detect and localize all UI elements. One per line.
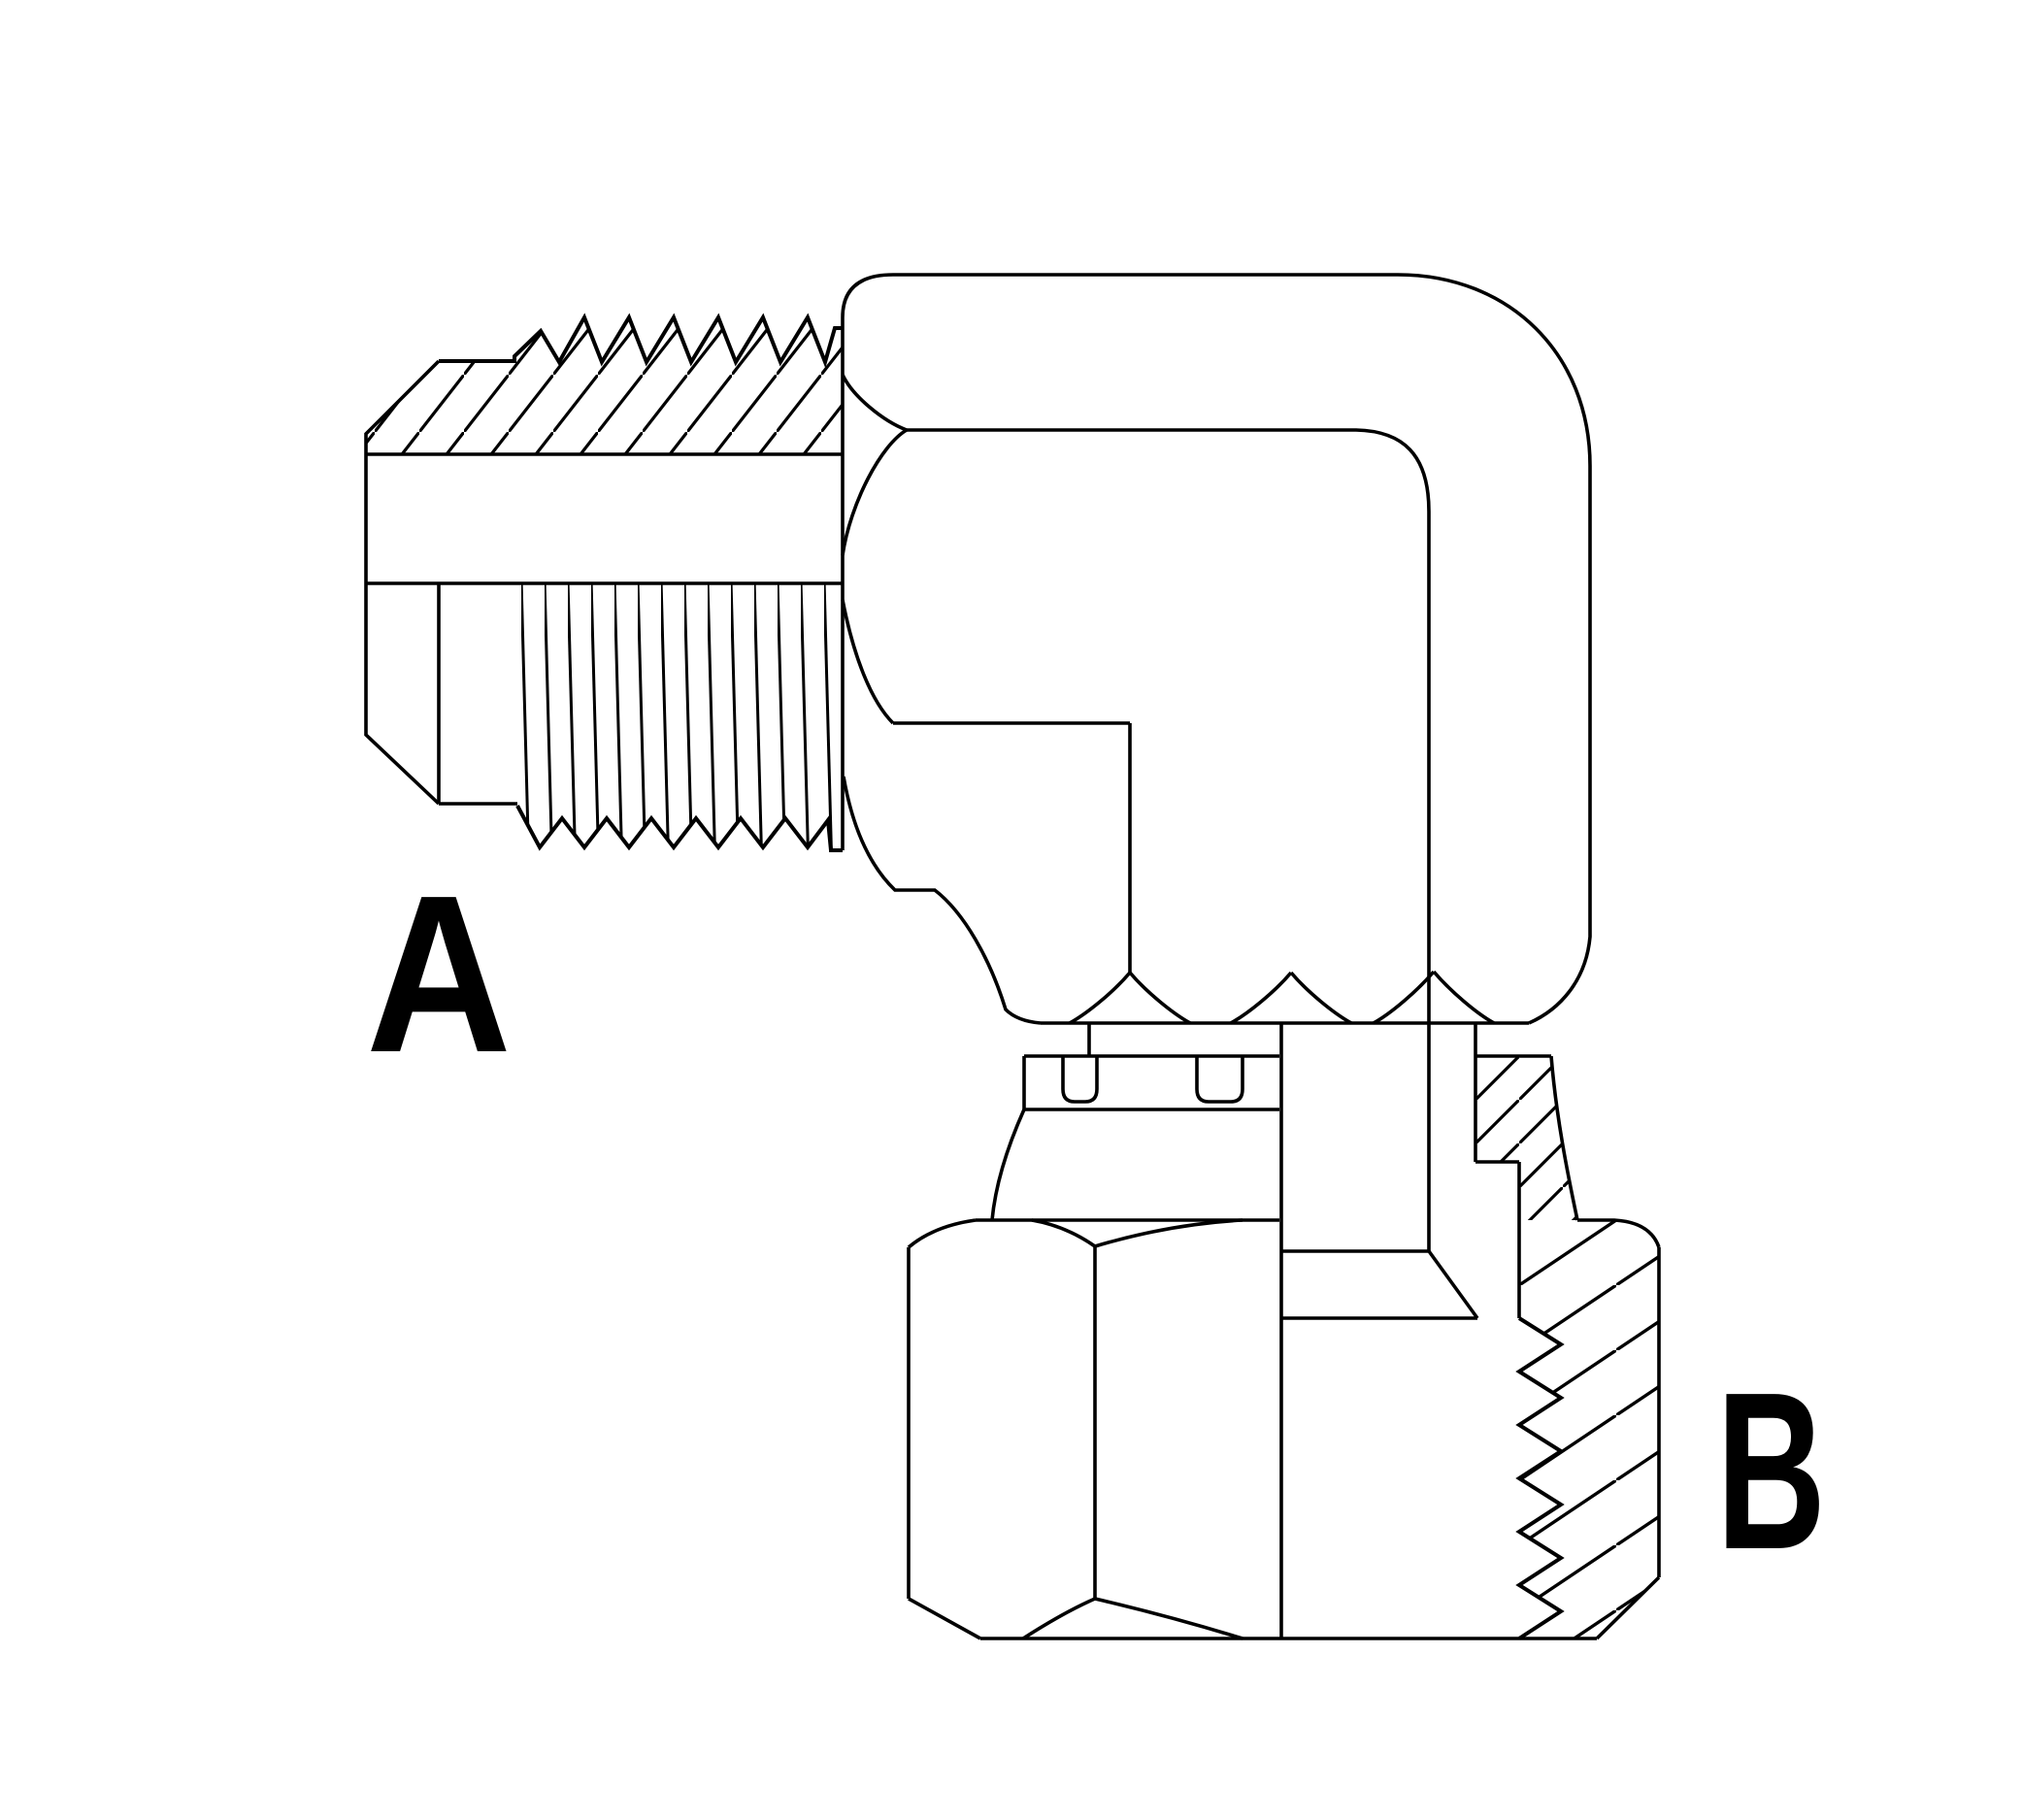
nut-bottom-left-chamfer bbox=[908, 1597, 981, 1640]
bottom-scallop-2r bbox=[1289, 971, 1352, 1025]
collar-slot-1 bbox=[1061, 1056, 1099, 1104]
section-outer-curve bbox=[1549, 1055, 1579, 1221]
nut-section-hatch-fill bbox=[1519, 1220, 1659, 1638]
hex-flat-arc-mid bbox=[841, 428, 908, 556]
label-port-a: A bbox=[366, 848, 512, 1099]
hatch-fills bbox=[366, 317, 1659, 1638]
label-port-b: B bbox=[1716, 1345, 1826, 1596]
hex-flat-arc-low bbox=[841, 599, 895, 725]
male-thread-crest-zigzag-bottom bbox=[515, 805, 843, 852]
bottom-scallop-1r bbox=[1128, 971, 1191, 1025]
swivel-collar bbox=[990, 1054, 1279, 1221]
nut-top-chamfer-arc-right bbox=[1094, 1218, 1243, 1248]
outline-linework bbox=[364, 273, 1661, 1640]
nut-bottom-chamfer-arc-left bbox=[1022, 1597, 1096, 1640]
male-threaded-end bbox=[364, 313, 845, 852]
female-thread-sawtooth bbox=[1515, 1316, 1565, 1640]
male-thread-upper-hatch-fill bbox=[366, 317, 843, 454]
bottom-scallop-3l bbox=[1373, 970, 1436, 1025]
bottom-scallop-3r bbox=[1432, 970, 1495, 1025]
nut-top-chamfer-arc-left bbox=[1031, 1218, 1097, 1248]
nut-top-left-corner bbox=[907, 1218, 977, 1249]
collar-section-hatch-fill bbox=[1475, 1056, 1577, 1220]
collar-neck-s-curve bbox=[990, 1109, 1026, 1221]
male-thread-crest-zigzag-top bbox=[439, 313, 843, 369]
male-thread-lower-lines-fill bbox=[519, 583, 843, 850]
hex-flat-arc-top bbox=[841, 374, 908, 432]
nut-bottom-chamfer-arc-right bbox=[1094, 1597, 1243, 1640]
body-outer-profile bbox=[841, 273, 1592, 1025]
bottom-scallop-1l bbox=[1069, 971, 1132, 1025]
section-nut-top-edge bbox=[1577, 1218, 1661, 1248]
nut-bottom-right-chamfer bbox=[1595, 1575, 1661, 1640]
body-lower-left-bulge bbox=[842, 776, 1042, 1025]
body-inner-profile bbox=[907, 428, 1431, 1251]
flare-seat-cone bbox=[1427, 1249, 1479, 1320]
elbow-body bbox=[841, 273, 1592, 1251]
nut-section-cut bbox=[1279, 1023, 1661, 1640]
swivel-nut bbox=[907, 1218, 1661, 1640]
collar-slot-2 bbox=[1195, 1056, 1244, 1104]
bottom-scallop-2l bbox=[1230, 971, 1293, 1025]
